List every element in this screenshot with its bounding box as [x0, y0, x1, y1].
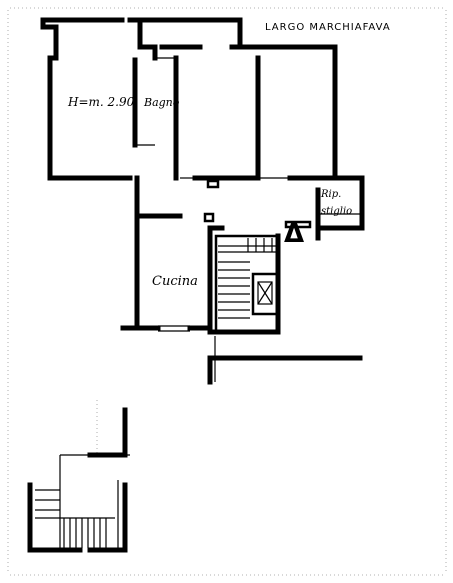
apartment-walls	[40, 17, 365, 331]
entrance-marker-icon: Δ	[284, 219, 304, 249]
lower-fragment	[27, 400, 130, 553]
ceiling-height-label: H=m. 2.90	[67, 95, 135, 109]
stair-treads	[218, 238, 278, 319]
stairwell	[207, 233, 363, 385]
storage-label-line1: Rip.	[320, 189, 341, 200]
door-openings	[137, 57, 362, 332]
page-border-dots	[7, 7, 447, 576]
kitchen-label: Cucina	[152, 274, 198, 289]
elevator-shaft	[251, 272, 279, 316]
lower-stair-treads	[63, 518, 107, 548]
bathroom-label: Bagno	[143, 96, 180, 109]
street-label: LARGO MARCHIAFAVA	[265, 22, 391, 33]
storage-label-line2: stiglio	[321, 206, 352, 217]
